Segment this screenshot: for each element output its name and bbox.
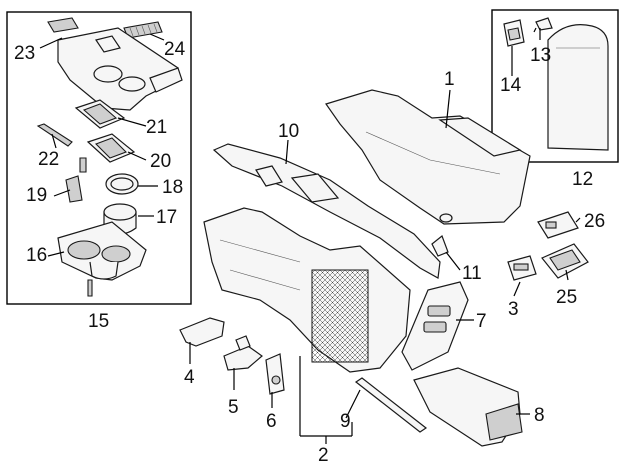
part-20-trim (86, 133, 136, 163)
callout-16: 16 (26, 245, 48, 266)
callout-21: 21 (146, 117, 168, 138)
callout-26: 26 (584, 211, 606, 232)
callout-17: 17 (156, 207, 178, 228)
part-14-latch (503, 19, 525, 47)
part-22-strip (36, 123, 73, 147)
callout-25: 25 (556, 287, 578, 308)
callout-8: 8 (534, 405, 545, 426)
callout-4: 4 (184, 367, 195, 388)
part-13-clip (535, 17, 553, 31)
part-7-bezel (401, 281, 469, 371)
part-1-rear-console (325, 89, 531, 225)
callout-20: 20 (150, 151, 172, 172)
callout-13: 13 (530, 45, 552, 66)
part-18-ring (105, 173, 139, 195)
part-25-tray (541, 243, 589, 279)
callout-7: 7 (476, 311, 487, 332)
part-21-trim (74, 99, 126, 129)
top-bezel (57, 27, 183, 111)
callout-22: 22 (38, 149, 60, 170)
callout-18: 18 (162, 177, 184, 198)
callout-1: 1 (444, 69, 455, 90)
leader-lines (39, 27, 581, 444)
part-2-console-frame (203, 207, 411, 373)
screw-top (79, 157, 87, 173)
callout-15: 15 (88, 311, 110, 332)
callout-2: 2 (318, 445, 329, 466)
part-4-bracket (179, 317, 225, 347)
part-10-side-panel (212, 143, 441, 279)
callout-12: 12 (572, 169, 594, 190)
callout-11: 11 (462, 263, 482, 284)
part-12-armrest (547, 24, 609, 151)
callout-9: 9 (340, 411, 351, 432)
callout-23: 23 (14, 43, 36, 64)
callout-24: 24 (164, 39, 186, 60)
part-8-storage-bin (413, 367, 523, 447)
callout-3: 3 (508, 299, 519, 320)
part-23-clip (47, 17, 79, 33)
screw-bottom (87, 279, 93, 297)
callout-6: 6 (266, 411, 277, 432)
part-5-bracket (223, 335, 263, 371)
callout-14: 14 (500, 75, 522, 96)
callout-5: 5 (228, 397, 239, 418)
part-9-rail (354, 377, 428, 433)
callout-19: 19 (26, 185, 48, 206)
part-19-liner (65, 175, 83, 203)
cupholder-inset-box (6, 11, 192, 305)
part-3-switch (507, 255, 537, 281)
part-26-module (537, 211, 579, 239)
part-16-cupholder (57, 221, 147, 281)
part-11-clip (431, 235, 449, 257)
part-6-latch (265, 353, 285, 395)
armrest-inset-box (491, 9, 619, 163)
callout-10: 10 (278, 121, 300, 142)
